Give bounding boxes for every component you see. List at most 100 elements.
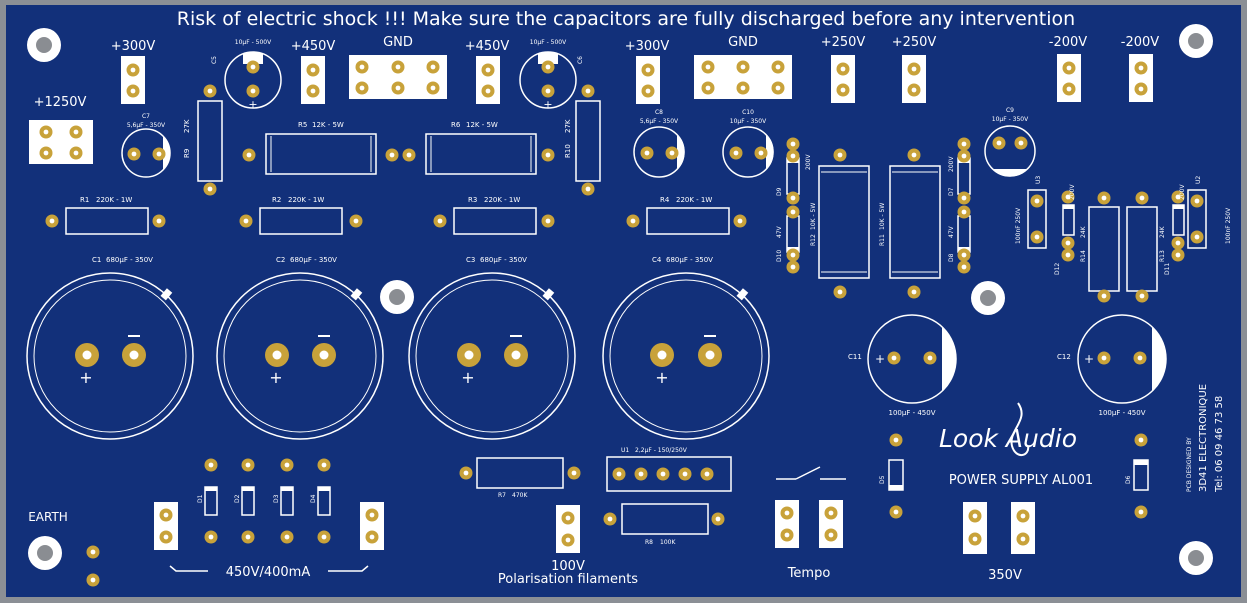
svg-text:220K - 1W: 220K - 1W [484,196,520,204]
capacitor-c11: C11 + 100µF - 450V [848,314,957,417]
resistor-r7: R7 470K [459,457,581,499]
svg-text:10µF - 500V: 10µF - 500V [235,39,272,46]
svg-text:D6: D6 [1125,475,1132,484]
resistor-r14: R14 24K [1080,191,1120,303]
capacitor-c4: C4 680µF - 350V + [602,256,770,440]
svg-text:220K - 1W: 220K - 1W [676,196,712,204]
svg-text:C10: C10 [742,109,754,116]
svg-text:R2: R2 [272,196,281,204]
svg-text:350V: 350V [988,568,1022,583]
connector-gnd-left: GND [349,35,447,99]
look-audio-logo: Look Audio [939,402,1077,456]
svg-text:R9: R9 [183,149,191,158]
connector-300v-left: +300V [111,39,155,104]
capacitor-c6: 10µF - 500V C6 + [519,39,584,111]
svg-text:C6: C6 [577,56,584,64]
connector-200v-a: -200V [1049,35,1087,102]
svg-text:5,6µF - 350V: 5,6µF - 350V [127,122,166,129]
mounting-hole [27,28,61,62]
svg-text:680µF - 350V: 680µF - 350V [480,256,527,264]
svg-text:R5: R5 [298,121,307,129]
board-title: POWER SUPPLY AL001 [949,473,1093,488]
svg-text:10K - 5W: 10K - 5W [879,203,886,230]
diode-d11: 200V D11 [1164,184,1186,275]
svg-text:220K - 1W: 220K - 1W [96,196,132,204]
svg-text:C8: C8 [655,109,663,116]
svg-text:+: + [248,98,257,111]
connector-250v-b: +250V [892,35,937,103]
svg-text:C11: C11 [848,353,862,361]
capacitor-c9: C9 10µF - 350V [984,107,1036,177]
svg-text:R14: R14 [1080,250,1087,262]
resistor-r10: R10 27K [564,84,601,196]
capacitor-c7: C7 5,6µF - 350V [121,113,171,178]
svg-text:100µF - 450V: 100µF - 450V [889,409,936,417]
svg-text:R7: R7 [498,492,506,499]
connector-ac-left [154,502,178,550]
svg-text:+: + [875,352,885,366]
resistor-r9: R9 27K [183,84,223,196]
svg-text:R8: R8 [645,539,653,546]
resistor-r8: R8 100K [603,503,725,546]
svg-text:47V: 47V [948,225,955,238]
svg-text:680µF - 350V: 680µF - 350V [666,256,713,264]
svg-text:D12: D12 [1054,263,1061,275]
svg-text:GND: GND [383,35,413,50]
svg-text:R6: R6 [451,121,461,129]
svg-text:12K - 5W: 12K - 5W [312,121,344,129]
connector-200v-b: -200V [1121,35,1160,102]
resistor-r1: R1 220K - 1W [45,196,166,235]
svg-text:+250V: +250V [892,35,937,50]
label-450v-400ma: 450V/400mA [169,565,369,580]
svg-text:470K: 470K [512,492,528,499]
svg-text:200V: 200V [1179,184,1186,200]
diode-d10: D10 47V [776,205,800,274]
svg-text:47V: 47V [776,225,783,238]
svg-text:100V: 100V [551,559,585,574]
svg-text:27K: 27K [183,119,191,133]
svg-text:+1250V: +1250V [34,95,87,110]
capacitor-c2: C2 680µF - 350V + [216,256,384,440]
capacitor-c10: C10 10µF - 350V [722,109,774,178]
warning-text: Risk of electric shock !!! Make sure the… [177,8,1075,30]
svg-text:R4: R4 [660,196,670,204]
diode-d12: 200V D12 [1054,184,1076,275]
svg-text:-200V: -200V [1121,35,1160,50]
capacitor-u2: U2 100nF 250V [1187,176,1232,249]
mounting-hole [1179,541,1213,575]
connector-tempo: Tempo [775,500,843,581]
capacitor-c8: C8 5,6µF - 350V [633,109,685,178]
svg-text:EARTH: EARTH [28,510,68,524]
svg-text:200V: 200V [805,154,812,170]
svg-text:+: + [461,368,474,387]
svg-text:R11: R11 [879,234,886,246]
resistor-r3: R3 220K - 1W [433,196,555,235]
svg-text:220K - 1W: 220K - 1W [288,196,324,204]
svg-text:680µF - 350V: 680µF - 350V [290,256,337,264]
svg-text:D8: D8 [948,253,955,262]
svg-text:D1: D1 [197,494,204,503]
svg-text:27K: 27K [564,119,572,133]
diode-d2: D2 [234,458,255,544]
diode-d8: D8 47V [948,205,971,274]
svg-text:C2: C2 [276,256,285,264]
svg-text:+450V: +450V [291,39,336,54]
svg-text:R13: R13 [1159,250,1166,262]
svg-text:+250V: +250V [821,35,866,50]
svg-text:10K - 5W: 10K - 5W [810,203,817,230]
svg-text:10µF - 350V: 10µF - 350V [992,116,1029,123]
diode-d9: D9 200V [776,137,812,205]
svg-text:D7: D7 [948,187,955,196]
resistor-r6: R6 12K - 5W [402,121,555,175]
svg-text:+450V: +450V [465,39,510,54]
svg-text:D11: D11 [1164,263,1171,275]
svg-text:200V: 200V [948,156,955,172]
svg-text:3D41 ELECTRONIQUE: 3D41 ELECTRONIQUE [1198,384,1209,492]
designer-credit: PCB DESIGNED BY 3D41 ELECTRONIQUE Tel: 0… [1186,384,1225,493]
svg-text:+: + [655,368,668,387]
svg-text:U3: U3 [1035,176,1042,184]
svg-text:D2: D2 [234,494,241,503]
resistor-r12: R12 10K - 5W [810,148,870,299]
svg-text:R3: R3 [468,196,477,204]
